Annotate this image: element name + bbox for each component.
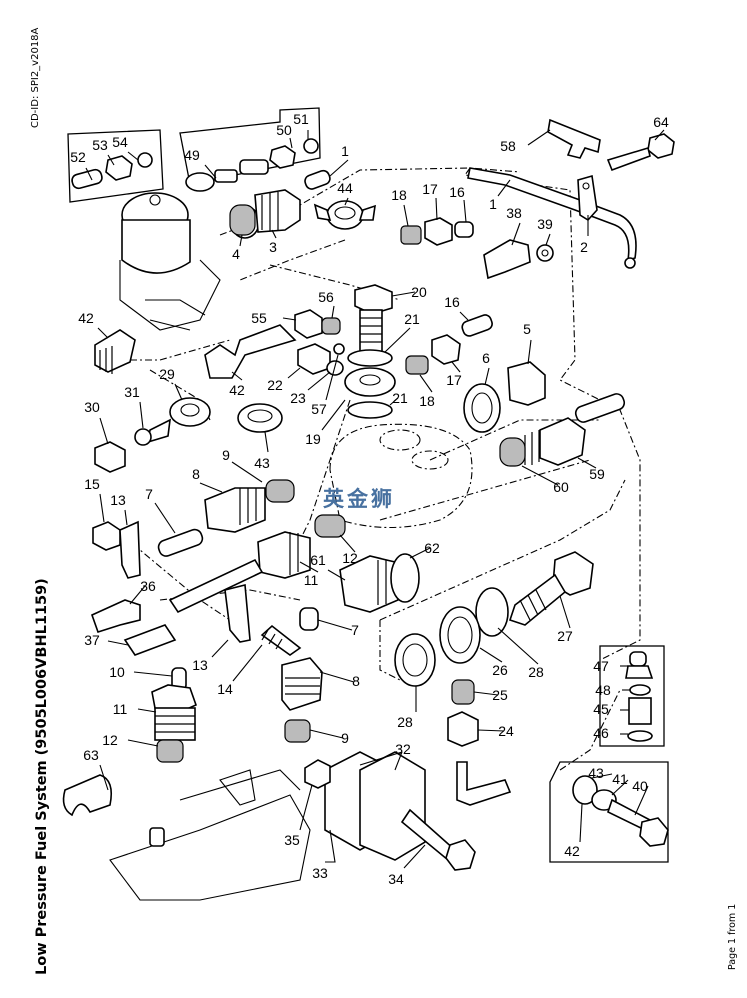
callout-37: 37 (84, 632, 100, 648)
leader-lines (85, 129, 665, 869)
callout-25: 25 (492, 687, 508, 703)
callout-18: 18 (391, 187, 407, 203)
inset-box-45-48 (599, 645, 665, 747)
callout-42: 42 (229, 382, 245, 398)
callout-43: 43 (588, 765, 604, 781)
inset-box-40-43 (549, 761, 669, 863)
callout-42: 42 (564, 843, 580, 859)
callout-47: 47 (593, 658, 609, 674)
pump-head (329, 423, 473, 528)
callout-41: 41 (612, 771, 628, 787)
callout-57: 57 (311, 401, 327, 417)
callout-16: 16 (449, 184, 465, 200)
callout-11: 11 (304, 572, 319, 588)
callout-60: 60 (553, 479, 569, 495)
callout-26: 26 (492, 662, 508, 678)
lift-pump (119, 192, 221, 331)
callout-28: 28 (528, 664, 544, 680)
callout-9: 9 (341, 730, 349, 746)
callout-33: 33 (312, 865, 328, 881)
callout-36: 36 (140, 578, 156, 594)
callout-22: 22 (267, 377, 283, 393)
callout-40: 40 (632, 778, 648, 794)
callout-20: 20 (411, 284, 427, 300)
callout-27: 27 (557, 628, 573, 644)
watermark: 英金狮 (323, 487, 395, 511)
callout-15: 15 (84, 476, 100, 492)
callout-2: 2 (580, 239, 588, 255)
callout-52: 52 (70, 149, 86, 165)
callout-59: 59 (589, 466, 605, 482)
callout-1: 1 (489, 196, 497, 212)
callout-4: 4 (232, 246, 240, 262)
callout-50: 50 (276, 122, 292, 138)
callout-24: 24 (498, 723, 514, 739)
callout-35: 35 (284, 832, 300, 848)
callout-31: 31 (124, 384, 140, 400)
callout-29: 29 (159, 366, 175, 382)
callout-39: 39 (537, 216, 553, 232)
callout-5: 5 (523, 321, 531, 337)
callout-30: 30 (84, 399, 100, 415)
callout-1: 1 (341, 143, 349, 159)
parts (62, 118, 675, 901)
callout-42: 42 (78, 310, 94, 326)
callout-58: 58 (500, 138, 516, 154)
inset-box-52-54 (67, 129, 164, 203)
callout-55: 55 (251, 310, 267, 326)
callout-32: 32 (395, 741, 411, 757)
callout-13: 13 (192, 657, 208, 673)
callout-14: 14 (217, 681, 233, 697)
callout-16: 16 (444, 294, 460, 310)
callout-28: 28 (397, 714, 413, 730)
callout-64: 64 (653, 114, 669, 130)
callout-21: 21 (392, 390, 408, 406)
callout-51: 51 (293, 111, 309, 127)
callout-3: 3 (269, 239, 277, 255)
callout-17: 17 (446, 372, 462, 388)
callout-63: 63 (83, 747, 99, 763)
callout-21: 21 (404, 311, 420, 327)
callout-10: 10 (109, 664, 125, 680)
callout-8: 8 (192, 466, 200, 482)
callout-53: 53 (92, 137, 108, 153)
callout-46: 46 (593, 725, 609, 741)
callout-38: 38 (506, 205, 522, 221)
callout-45: 45 (593, 701, 609, 717)
callout-13: 13 (110, 492, 126, 508)
callout-11: 11 (113, 701, 128, 717)
callout-19: 19 (305, 431, 321, 447)
callout-62: 62 (424, 540, 440, 556)
callout-54: 54 (112, 134, 128, 150)
callout-34: 34 (388, 871, 404, 887)
callout-43: 43 (254, 455, 270, 471)
callout-12: 12 (342, 550, 358, 566)
callout-44: 44 (337, 180, 353, 196)
callout-18: 18 (419, 393, 435, 409)
callout-49: 49 (184, 147, 200, 163)
callout-9: 9 (222, 447, 230, 463)
callout-7: 7 (351, 622, 359, 638)
callout-7: 7 (145, 486, 153, 502)
callout-17: 17 (422, 181, 438, 197)
callout-6: 6 (482, 350, 490, 366)
callout-23: 23 (290, 390, 306, 406)
callout-48: 48 (595, 682, 611, 698)
callout-8: 8 (352, 673, 360, 689)
callout-56: 56 (318, 289, 334, 305)
callout-12: 12 (102, 732, 118, 748)
callout-61: 61 (310, 552, 326, 568)
